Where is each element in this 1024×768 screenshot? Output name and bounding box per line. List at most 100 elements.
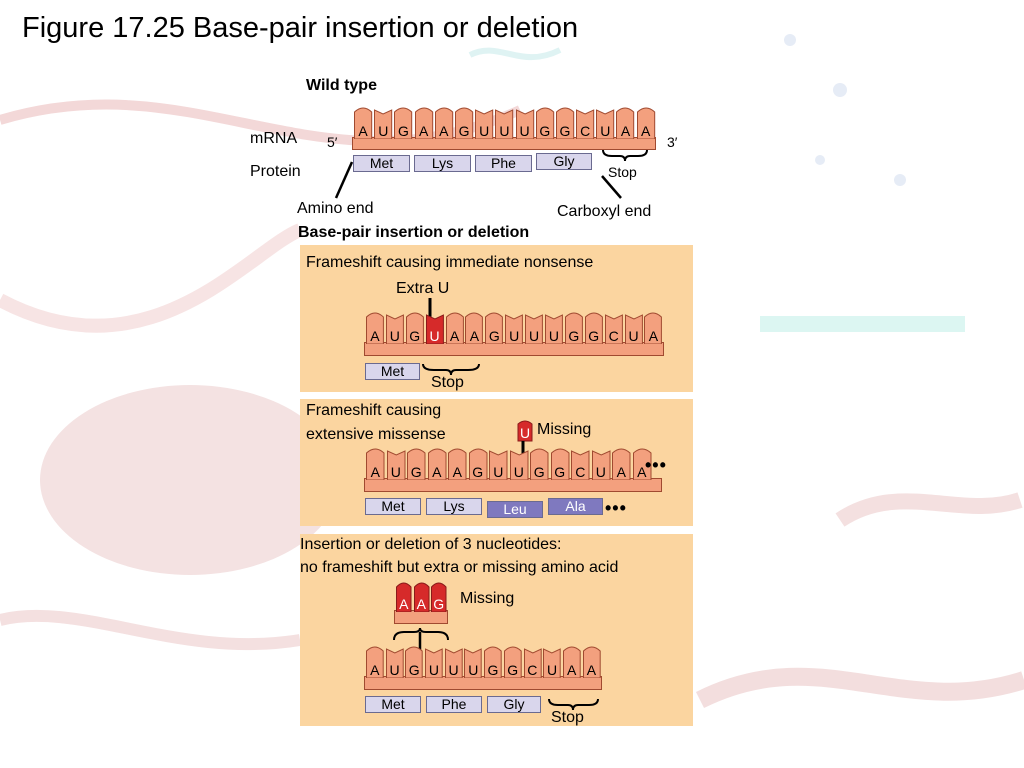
base-letter: U [468, 662, 479, 678]
mrna-base: G [393, 107, 413, 139]
mrna-base: G [535, 107, 555, 139]
mrna-base: A [643, 312, 663, 344]
base-letter: G [559, 123, 571, 139]
base-letter: A [641, 123, 651, 139]
mrna-base: A [413, 582, 431, 612]
base-letter: A [439, 123, 449, 139]
base-letter: G [458, 123, 470, 139]
mrna-base: G [406, 448, 427, 480]
base-letter: U [493, 464, 504, 480]
mrna-base: U [624, 312, 644, 344]
base-letter: U [428, 662, 439, 678]
panel1-mrna-backbone [364, 342, 664, 356]
mrna-base: U [425, 312, 445, 344]
base-letter: A [449, 328, 460, 344]
base-letter: A [370, 464, 380, 480]
protein-label: Protein [250, 163, 301, 180]
mrna-base: G [430, 582, 448, 612]
base-letter: U [519, 123, 530, 139]
amino-acid-box: Met [365, 498, 421, 515]
mrna-base: G [550, 448, 571, 480]
mrna-base: A [365, 312, 385, 344]
mrna-base: A [562, 646, 582, 678]
base-letter: C [580, 123, 591, 139]
base-letter: A [469, 328, 480, 344]
panel2-mrna-backbone [364, 478, 662, 492]
end-pointer-lines [334, 161, 622, 199]
mrna-base: U [424, 646, 444, 678]
mrna-base: C [570, 448, 591, 480]
panel2-missing-base: U [517, 420, 533, 442]
mrna-base: U [386, 448, 407, 480]
mrna-base: U [463, 646, 483, 678]
mrna-base: U [373, 107, 393, 139]
base-letter: U [546, 662, 558, 678]
base-letter: G [554, 464, 566, 480]
base-letter: A [452, 464, 462, 480]
base-letter: G [539, 123, 551, 139]
base-letter: U [448, 662, 459, 678]
base-letter: A [358, 123, 368, 139]
base-letter: U [479, 123, 490, 139]
base-letter: G [408, 662, 420, 678]
carboxyl-end-label: Carboxyl end [557, 203, 652, 220]
base-letter: U [513, 464, 524, 480]
mrna-base: G [503, 646, 523, 678]
base-letter: U [389, 662, 400, 678]
mrna-base: U [544, 312, 564, 344]
mrna-base: U [385, 646, 405, 678]
base-letter: U [509, 328, 520, 344]
amino-acid-box: Gly [487, 696, 541, 713]
amino-acid-box: Phe [475, 155, 532, 172]
base-letter: A [370, 662, 380, 678]
mrna-base: A [445, 312, 465, 344]
mrna-base: A [365, 448, 386, 480]
mrna-label: mRNA [250, 130, 298, 147]
mrna-base: U [488, 448, 509, 480]
base-letter: A [616, 464, 626, 480]
mrna-base: A [611, 448, 632, 480]
base-letter: A [620, 123, 631, 139]
amino-acid-box: Lys [426, 498, 482, 515]
panel2-protein-ellipsis: ••• [605, 498, 627, 518]
panel3-mrna-backbone [364, 676, 602, 690]
mrna-base: G [468, 448, 489, 480]
five-prime-label: 5′ [327, 134, 338, 150]
base-letter: A [399, 596, 409, 612]
base-letter: G [487, 662, 499, 678]
base-letter: G [433, 596, 445, 612]
amino-acid-box: Leu [487, 501, 543, 518]
base-letter: A [418, 123, 429, 139]
mrna-base: U [444, 646, 464, 678]
base-letter: U [378, 123, 389, 139]
mrna-base: U [494, 107, 514, 139]
base-letter: A [586, 662, 597, 678]
mrna-base: U [524, 312, 544, 344]
base-letter: G [507, 662, 519, 678]
wild-type-stop-brace [602, 149, 648, 162]
base-letter: U [548, 328, 560, 344]
panel3-stop-brace [548, 698, 599, 711]
base-letter: G [533, 464, 545, 480]
amino-acid-box: Lys [414, 155, 471, 172]
panel1-stop-brace [422, 363, 480, 376]
mrna-base: U [509, 448, 530, 480]
amino-acid-box: Met [353, 155, 410, 172]
mrna-base: A [395, 582, 413, 612]
figure-title: Figure 17.25 Base-pair insertion or dele… [22, 12, 579, 44]
mrna-base: U [542, 646, 562, 678]
base-letter: U [600, 123, 611, 139]
panel2-title-line2: extensive missense [306, 426, 446, 443]
panel3-missing-label: Missing [460, 590, 515, 607]
mrna-base: A [464, 312, 484, 344]
base-letter: G [398, 123, 409, 139]
mrna-base: G [484, 312, 504, 344]
mrna-base: C [523, 646, 543, 678]
mrna-base: U [504, 312, 524, 344]
mrna-base: G [529, 448, 550, 480]
mrna-base: G [584, 312, 604, 344]
